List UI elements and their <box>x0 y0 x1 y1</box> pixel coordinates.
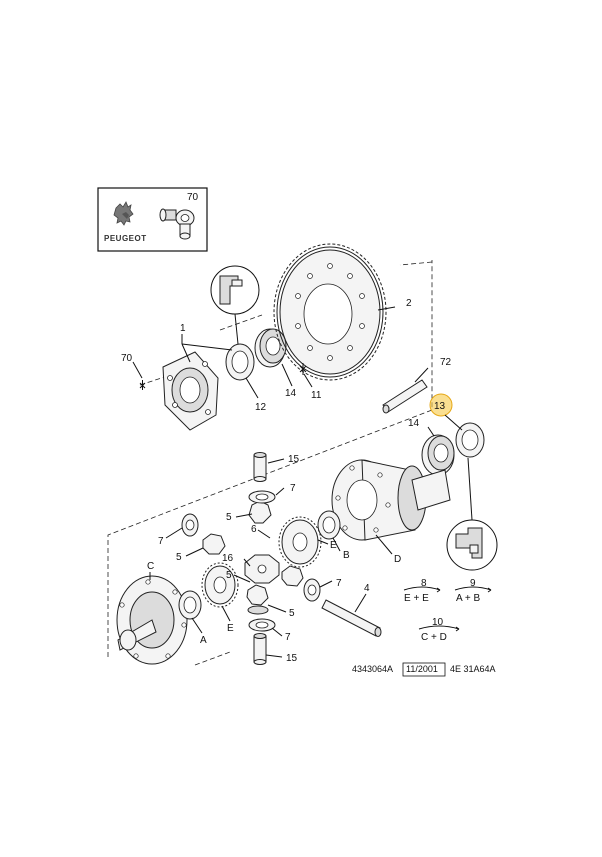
washer-7-top <box>248 490 276 504</box>
pinion-gear-left <box>202 533 226 555</box>
bolt-icon <box>159 208 195 240</box>
kit-formula-8: E + E <box>404 593 429 604</box>
kit-number-8: 8 <box>421 578 427 589</box>
oil-seal-13 <box>455 422 485 458</box>
callout-a: A <box>200 635 207 646</box>
logo-box: PEUGEOT 70 <box>97 187 208 252</box>
seal-detail-top <box>210 265 260 345</box>
pin-15-top <box>253 452 267 482</box>
callout-e-bottom: E <box>227 623 234 634</box>
callout-7-bottom: 7 <box>285 632 291 643</box>
oil-seal-12 <box>225 343 255 381</box>
ring-gear <box>273 243 387 381</box>
kit-note-9: 9 A + B <box>454 578 492 604</box>
callouts: 1 2 70 12 14 11 72 13 14 15 7 5 6 E B C … <box>121 298 452 664</box>
pin-15-bottom <box>253 633 267 665</box>
drawing-code: 4E 31A64A <box>450 664 496 674</box>
callout-7-top: 7 <box>290 483 296 494</box>
callout-12: 12 <box>255 402 267 413</box>
cross-shaft-16 <box>244 554 280 584</box>
callout-c: C <box>147 561 154 572</box>
callout-72: 72 <box>440 357 452 368</box>
callout-5-left: 5 <box>176 552 182 563</box>
callout-6: 6 <box>251 524 257 535</box>
callout-14-right: 14 <box>408 418 420 429</box>
callout-2: 2 <box>406 298 412 309</box>
callout-7-right: 7 <box>336 578 342 589</box>
peugeot-lion-icon <box>113 201 134 226</box>
callout-e-top: E <box>330 540 337 551</box>
callout-7-left: 7 <box>158 536 164 547</box>
kit-note-10: 10 C + D <box>418 617 460 643</box>
drawing-ref-number: 4343064A <box>352 664 393 674</box>
kit-formula-9: A + B <box>456 593 481 604</box>
highlight-marker <box>429 393 453 417</box>
differential-case-c <box>116 575 188 665</box>
side-gear-e-top <box>278 516 322 568</box>
kit-note-8: 8 E + E <box>403 578 441 604</box>
callout-11: 11 <box>311 390 322 401</box>
brand-name: PEUGEOT <box>104 234 147 243</box>
drawing-date: 11/2001 <box>406 664 438 674</box>
callout-4: 4 <box>364 583 370 594</box>
bolt-marker-11 <box>299 363 307 375</box>
callout-14-top: 14 <box>285 388 297 399</box>
kit-number-10: 10 <box>432 617 444 628</box>
thrust-washer-a <box>178 590 202 620</box>
bearing-14-top <box>254 328 287 368</box>
bolt-marker-70 <box>139 380 146 390</box>
bearing-14-right <box>421 434 455 476</box>
washer-7-bottom <box>248 618 276 632</box>
kit-formula-10: C + D <box>421 632 447 643</box>
differential-case-d <box>331 459 451 541</box>
callout-13: 13 <box>434 401 446 412</box>
pinion-gear-right <box>281 565 304 587</box>
callout-70: 70 <box>121 353 133 364</box>
callout-5-bottom: 5 <box>289 608 295 619</box>
seal-detail-right <box>446 457 498 571</box>
thrust-washer-b <box>317 510 341 540</box>
pinion-shaft-4 <box>321 599 382 637</box>
leader-lines <box>132 306 463 658</box>
callout-16: 16 <box>222 553 234 564</box>
callout-15-bottom: 15 <box>286 653 298 664</box>
bearing-housing-plate <box>162 351 219 431</box>
callout-1: 1 <box>180 323 186 334</box>
callout-5-top: 5 <box>226 512 232 523</box>
kit-number-9: 9 <box>470 578 476 589</box>
drawing-reference: 4343064A 11/2001 4E 31A64A <box>352 662 496 677</box>
callout-5-center: 5 <box>226 570 232 581</box>
washer-7-left <box>181 513 199 537</box>
callout-15-top: 15 <box>288 454 300 465</box>
side-gear-e-bottom <box>201 562 239 608</box>
logo-ref-number: 70 <box>187 192 199 203</box>
callout-d: D <box>394 554 401 565</box>
washer-7-right <box>303 578 321 602</box>
roll-pin-72 <box>382 379 428 414</box>
pinion-gear-bottom <box>246 584 269 615</box>
callout-b: B <box>343 550 350 561</box>
